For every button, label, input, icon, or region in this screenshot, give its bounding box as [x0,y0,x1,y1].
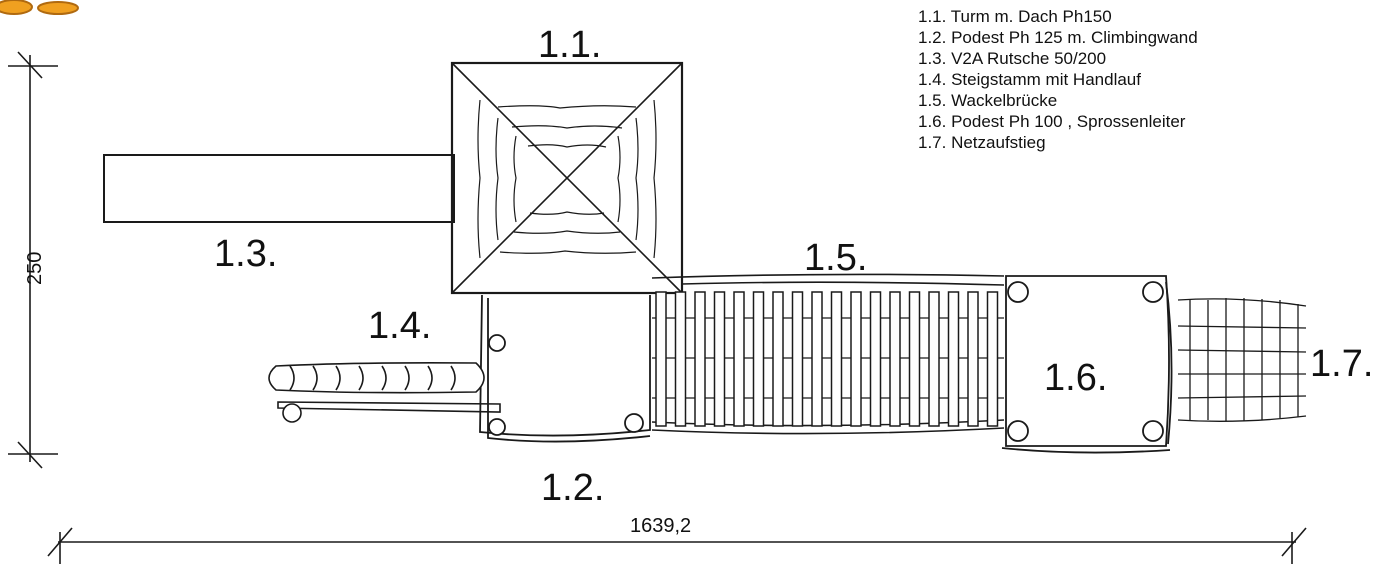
logo-fragment [0,0,79,15]
label-1-2: 1.2. [541,467,604,509]
height-dimension-label: 250 [24,252,46,285]
legend-item-1-5: 1.5. Wackelbrücke [918,91,1058,110]
bridge-plank [889,291,901,427]
bridge-plank [655,291,667,427]
bridge-plank [869,291,882,427]
platform-1-2 [479,294,651,443]
slide-1-3 [103,154,455,223]
bridge-plank [986,291,999,427]
bridge-plank [811,291,823,427]
climbing-log-1-4 [268,362,501,423]
bridge-plank [752,291,765,427]
bridge-plank [733,291,745,427]
label-1-7: 1.7. [1310,343,1373,385]
bridge-plank [850,291,862,427]
label-1-4: 1.4. [368,305,431,347]
bridge-plank [772,291,784,427]
tower-1-1 [450,61,684,295]
width-dimension [47,527,1307,564]
legend-item-1-3: 1.3. V2A Rutsche 50/200 [918,49,1107,68]
label-1-3: 1.3. [214,233,277,275]
bridge-plank [928,291,940,427]
legend-item-1-1: 1.1. Turm m. Dach Ph150 [918,7,1112,26]
bridge-plank [908,291,921,427]
bridge-plank [791,291,804,427]
legend-item-1-6: 1.6. Podest Ph 100 , Sprossenleiter [918,112,1186,131]
label-1-1: 1.1. [538,24,601,66]
height-dimension [8,51,58,469]
bridge-plank [967,291,979,427]
bridge-plank [694,291,706,427]
legend-item-1-2: 1.2. Podest Ph 125 m. Climbingwand [918,28,1198,47]
bridge-plank [674,291,687,427]
label-1-5: 1.5. [804,237,867,279]
legend: 1.1. Turm m. Dach Ph150 1.2. Podest Ph 1… [918,6,1198,153]
label-1-6: 1.6. [1044,357,1107,399]
wobble-bridge-1-5 [651,273,1005,435]
legend-item-1-7: 1.7. Netzaufstieg [918,133,1046,152]
width-dimension-label: 1639,2 [630,515,691,537]
bridge-plank [713,291,726,427]
bridge-plank [830,291,843,427]
bridge-plank [947,291,960,427]
legend-item-1-4: 1.4. Steigstamm mit Handlauf [918,70,1141,89]
net-climb-1-7 [1177,298,1307,422]
platform-1-6 [1001,275,1173,454]
